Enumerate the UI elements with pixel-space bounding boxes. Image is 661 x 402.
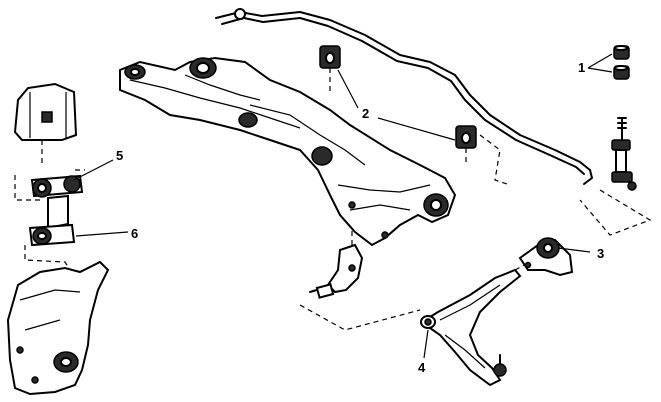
callout-5: 5 [116,148,123,163]
ball-joint [493,363,507,377]
bushings-1 [613,45,630,80]
callout-4: 4 [418,360,426,375]
stabilizer-brackets-2 [319,45,477,165]
torque-rod [30,174,84,230]
engine-mount-assembly [6,82,110,396]
callout-1: 1 [578,60,585,75]
callout-labels: 1 2 3 4 5 6 [116,60,604,375]
lower-bracket [299,230,421,331]
transmission-bracket [6,260,110,396]
bushing-6 [28,223,76,247]
stabilizer-bar [215,8,593,186]
subframe-mount-rear [238,112,258,128]
callout-6: 6 [131,226,138,241]
callout-2: 2 [362,106,369,121]
subframe [119,56,457,247]
leader-lines [73,53,613,359]
lower-control-arm [420,261,531,387]
callout-3: 3 [597,246,604,261]
stabilizer-link [579,117,652,236]
rear-bushing-3 [518,237,574,277]
stabilizer-bar-end-left [234,8,246,20]
subframe-mount-middle [311,146,333,166]
